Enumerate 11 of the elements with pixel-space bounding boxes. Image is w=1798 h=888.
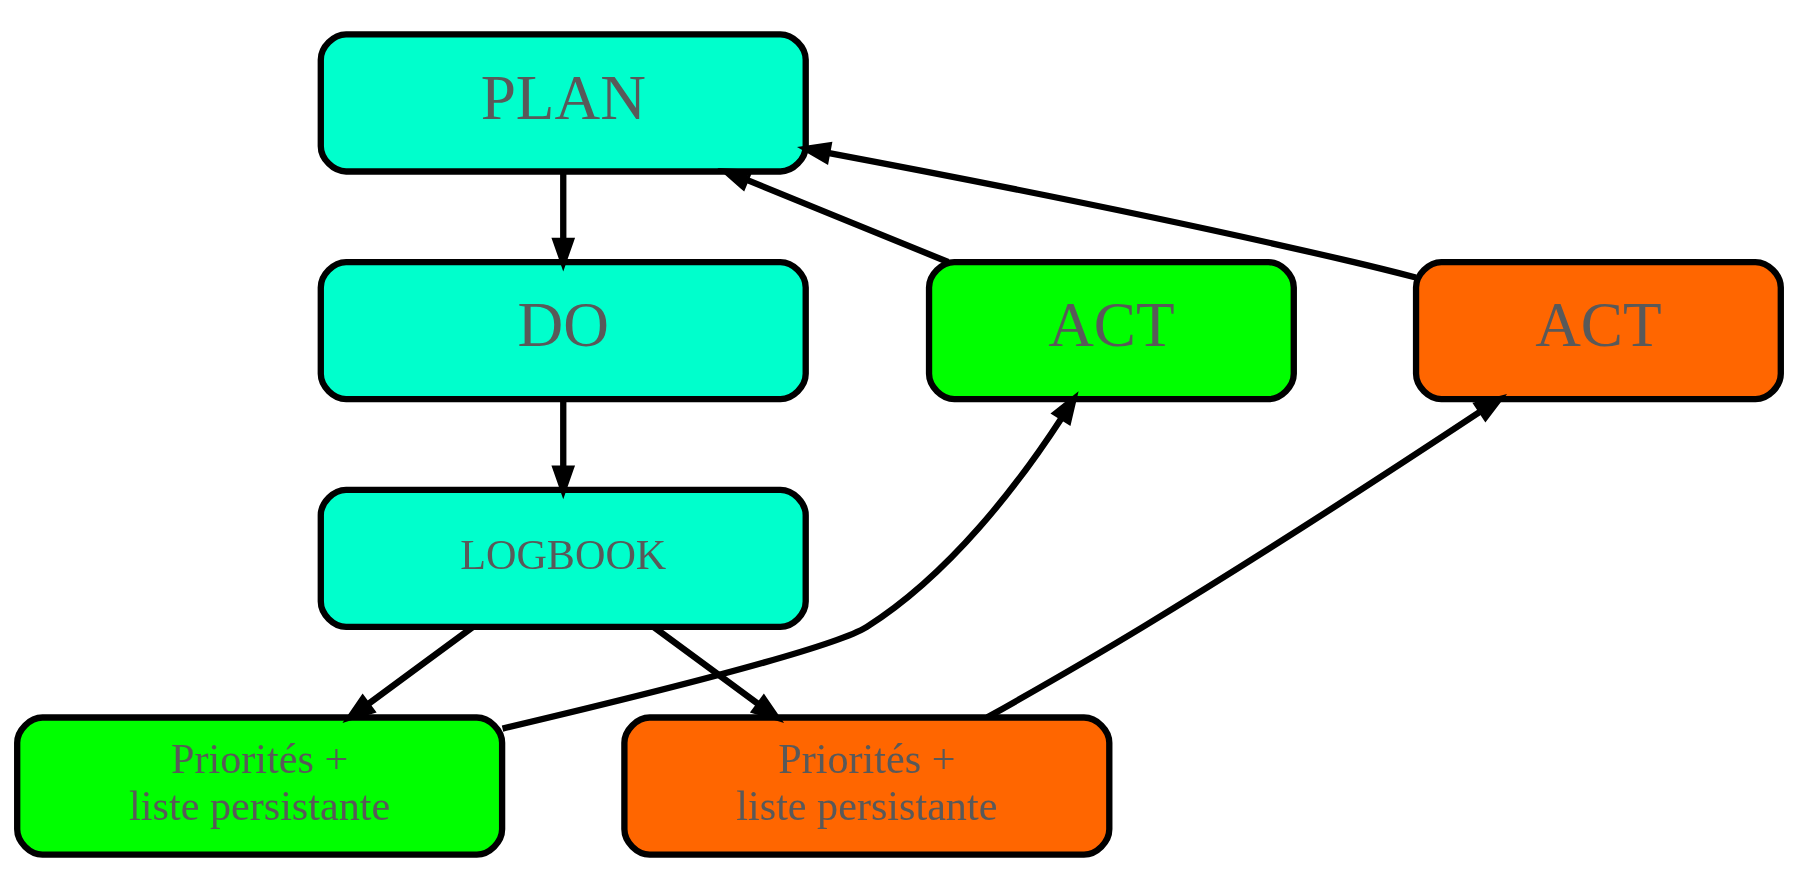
node-box: LOGBOOK bbox=[317, 486, 809, 630]
node-box: Priorités + liste persistante bbox=[621, 713, 1113, 858]
node-box: ACT bbox=[1412, 258, 1784, 402]
arrow bbox=[797, 141, 1417, 281]
node-box: DO bbox=[317, 258, 809, 402]
node-box: ACT bbox=[925, 258, 1297, 402]
arrow bbox=[551, 171, 576, 272]
node-box: PLAN bbox=[317, 30, 809, 175]
arrow bbox=[501, 390, 1079, 732]
node-box: Priorités + liste persistante bbox=[14, 713, 506, 858]
arrow bbox=[717, 167, 950, 265]
